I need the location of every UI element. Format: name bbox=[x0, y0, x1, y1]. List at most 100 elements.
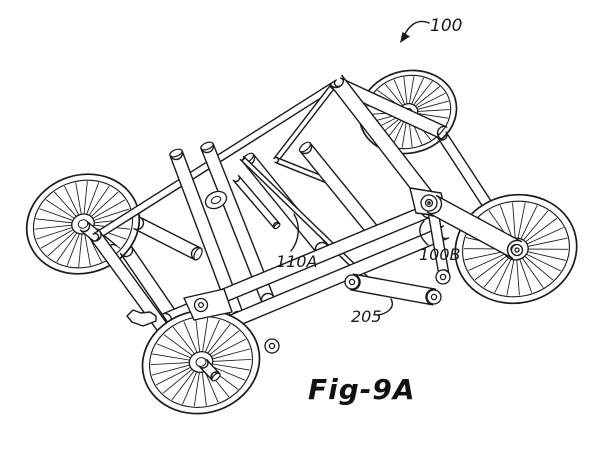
rear-wheel-spoke bbox=[393, 79, 406, 105]
right-wheel-spoke bbox=[520, 205, 538, 240]
rear-wheel-spoke bbox=[417, 113, 449, 119]
link-pivot-front bbox=[344, 274, 360, 290]
right-wheel-spoke bbox=[519, 259, 533, 293]
front-wheel-spoke bbox=[155, 366, 191, 386]
right-wheel-spoke bbox=[512, 202, 516, 239]
rear-wheel-spoke bbox=[413, 80, 433, 106]
front-cross-stub-body bbox=[133, 216, 202, 261]
left-wheel-spoke bbox=[64, 185, 80, 216]
right-wheel-rim bbox=[462, 200, 570, 298]
front-wheel-spoke bbox=[212, 358, 252, 362]
left-wheel-spoke bbox=[90, 191, 119, 217]
right-wheel-spoke bbox=[528, 248, 569, 250]
front-wheel-spoke bbox=[163, 334, 193, 356]
front-wheel-spoke bbox=[150, 362, 190, 366]
left-wheel-spoke bbox=[84, 233, 91, 266]
rear-wheel-spoke bbox=[417, 100, 449, 110]
right-wheel-spoke bbox=[521, 257, 544, 288]
left-wheel-spoke bbox=[78, 233, 83, 267]
right-wheel-spoke bbox=[483, 257, 509, 288]
front-hook bbox=[126, 309, 157, 327]
rear-bracket-pivot bbox=[420, 194, 438, 212]
left-wheel-spoke bbox=[35, 218, 73, 224]
front-cross-stub-endcap bbox=[193, 247, 203, 261]
right-hub-cap bbox=[510, 243, 524, 257]
left-wheel-spoke bbox=[83, 181, 88, 215]
rear-lower-pivot bbox=[435, 269, 451, 285]
front-wheel-spoke bbox=[172, 326, 195, 355]
link-pivot-front-ring bbox=[348, 278, 356, 286]
left-wheel-spoke bbox=[88, 185, 110, 216]
front-wheel-spoke bbox=[211, 365, 246, 381]
front-wheel-spoke bbox=[162, 368, 193, 394]
front-wheel bbox=[141, 309, 261, 415]
left-wheel-spoke bbox=[34, 224, 72, 230]
front-hub-stub bbox=[198, 358, 221, 382]
front-swing-pivot-ring bbox=[268, 342, 276, 350]
rail-collar bbox=[204, 190, 228, 210]
chassis-line-art bbox=[25, 69, 578, 415]
right-wheel-spoke bbox=[516, 259, 520, 296]
left-wheel-spoke bbox=[92, 227, 127, 240]
front-wheel-spoke bbox=[211, 338, 247, 358]
frame-section-leader bbox=[419, 220, 429, 246]
front-wheel-spoke bbox=[209, 330, 240, 356]
left-wheel-spoke bbox=[92, 199, 126, 219]
left-wheel-spoke bbox=[86, 182, 100, 215]
front-wheel-spoke bbox=[171, 370, 195, 401]
right-wheel-spoke bbox=[464, 251, 505, 261]
seat-mast-b-endcap bbox=[200, 141, 214, 151]
right-wheel-spoke bbox=[499, 205, 513, 239]
link-205 bbox=[349, 273, 437, 306]
rear-swingarm-body bbox=[426, 194, 523, 260]
front-wheel-spoke bbox=[182, 371, 198, 405]
rear-wheel-spoke bbox=[401, 120, 408, 148]
right-wheel-spoke bbox=[525, 217, 558, 243]
left-wheel-spoke bbox=[93, 208, 130, 221]
rear-wheel-spoke bbox=[384, 83, 403, 106]
left-wheel-spoke bbox=[36, 227, 73, 240]
rear-wheel-spoke bbox=[416, 92, 446, 109]
right-wheel-spoke bbox=[527, 251, 567, 261]
left-wheel-spoke bbox=[39, 208, 74, 221]
front-wheel-spoke bbox=[195, 318, 201, 352]
pedal-rod bbox=[232, 175, 281, 230]
right-wheel-spoke bbox=[494, 258, 512, 293]
right-wheel-spoke bbox=[517, 202, 526, 239]
left-wheel-rim bbox=[32, 179, 134, 269]
right-wheel-spoke bbox=[468, 253, 506, 271]
rear-wheel-spoke bbox=[411, 77, 424, 105]
rail-collar-hole bbox=[210, 195, 222, 205]
right-wheel-spoke bbox=[506, 259, 515, 296]
right-wheel-spoke bbox=[527, 237, 568, 247]
assembly-arrowhead-icon bbox=[400, 32, 410, 43]
front-wheel-spoke bbox=[156, 343, 191, 359]
seat-mast-a-endcap bbox=[169, 148, 183, 158]
left-wheel-spoke bbox=[40, 229, 74, 249]
front-wheel-spoke bbox=[151, 364, 190, 376]
ref-label-frame-section: 100B bbox=[419, 245, 461, 264]
rear-wheel-spoke bbox=[403, 76, 408, 104]
rear-lower-pivot-ring bbox=[439, 273, 447, 281]
right-wheel-spoke bbox=[526, 253, 561, 272]
front-wheel-spoke bbox=[202, 317, 209, 352]
front-wheel-spoke bbox=[207, 323, 231, 354]
shaft-leader bbox=[290, 213, 299, 252]
front-wheel-spoke bbox=[193, 372, 200, 407]
rear-swingarm bbox=[426, 194, 523, 260]
left-wheel-spoke bbox=[53, 191, 77, 217]
link-pivot-rear bbox=[426, 289, 442, 305]
left-wheel-spoke bbox=[56, 232, 78, 263]
ref-label-link: 205 bbox=[351, 307, 382, 326]
link-pivot-rear-ring bbox=[430, 293, 438, 301]
right-wheel-spoke bbox=[524, 255, 554, 281]
front-wheel-spoke bbox=[183, 321, 198, 353]
front-swing-pivot bbox=[264, 338, 280, 354]
front-wheel-spoke bbox=[212, 363, 250, 371]
cross-rung-b-endcap bbox=[298, 141, 312, 153]
ref-label-assembly: 100 bbox=[430, 16, 462, 36]
rear-wheel-spoke bbox=[415, 86, 441, 107]
link-205-body bbox=[349, 273, 437, 306]
